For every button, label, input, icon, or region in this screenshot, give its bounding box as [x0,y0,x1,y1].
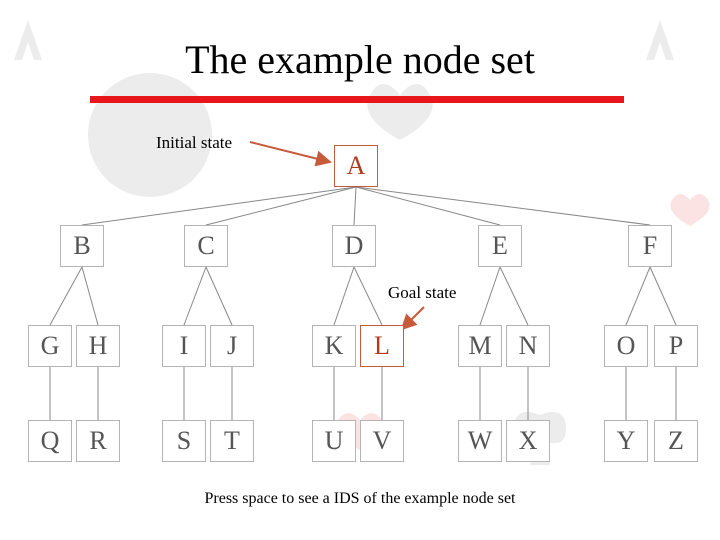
node-p: P [654,325,698,367]
node-n: N [506,325,550,367]
node-k: K [312,325,356,367]
instruction-caption: Press space to see a IDS of the example … [0,490,720,508]
node-r: R [76,420,120,462]
node-g: G [28,325,72,367]
node-f: F [628,225,672,267]
node-d: D [332,225,376,267]
node-h: H [76,325,120,367]
edge-A-F [356,187,650,225]
node-s: S [162,420,206,462]
edge-C-I [184,267,206,325]
node-w: W [458,420,502,462]
edge-B-H [82,267,98,325]
goal-state-label: Goal state [388,283,456,303]
edge-D-K [334,267,354,325]
node-t: T [210,420,254,462]
edge-F-O [626,267,650,325]
edge-C-J [206,267,232,325]
node-q: Q [28,420,72,462]
initial-state-label: Initial state [156,133,232,153]
edge-B-G [50,267,82,325]
node-x: X [506,420,550,462]
node-m: M [458,325,502,367]
edge-A-D [354,187,356,225]
goal-state-arrow [402,307,424,329]
initial-state-arrow [250,142,330,162]
edge-A-B [82,187,356,225]
edge-D-L [354,267,382,325]
node-l: L [360,325,404,367]
node-b: B [60,225,104,267]
edge-E-M [480,267,500,325]
node-e: E [478,225,522,267]
node-u: U [312,420,356,462]
node-c: C [184,225,228,267]
edge-F-P [650,267,676,325]
node-o: O [604,325,648,367]
edge-E-N [500,267,528,325]
node-j: J [210,325,254,367]
tree-edges [50,187,676,420]
edge-A-E [356,187,500,225]
edge-A-C [206,187,356,225]
node-y: Y [604,420,648,462]
node-a: A [334,145,378,187]
node-z: Z [654,420,698,462]
node-v: V [360,420,404,462]
node-i: I [162,325,206,367]
